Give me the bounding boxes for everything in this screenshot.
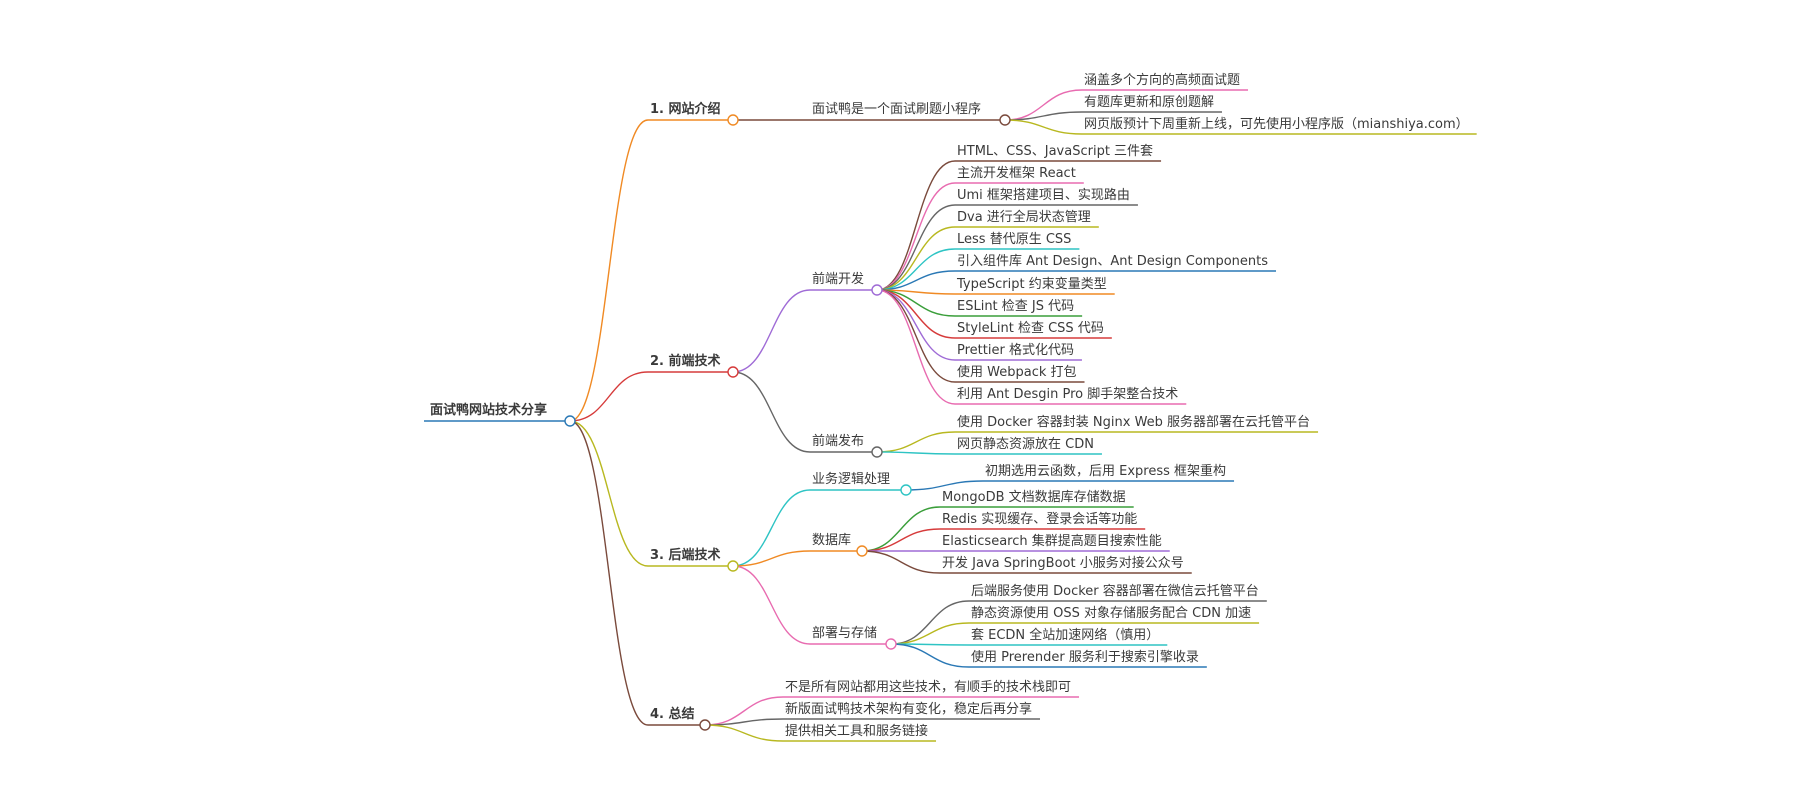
section-collapse-toggle[interactable] xyxy=(699,719,711,731)
leaf-item[interactable]: 网页静态资源放在 CDN xyxy=(957,437,1094,452)
summary-item[interactable]: 新版面试鸭技术架构有变化，稳定后再分享 xyxy=(785,701,1032,717)
branch-subtopic xyxy=(732,565,811,645)
leaf-item[interactable]: 静态资源使用 OSS 对象存储服务配合 CDN 加速 xyxy=(971,605,1251,621)
branch-leaf xyxy=(905,480,984,491)
branch-section-1 xyxy=(569,119,649,422)
leaf-item[interactable]: ESLint 检查 JS 代码 xyxy=(957,299,1074,314)
branch-leaf xyxy=(861,506,941,552)
subtopic[interactable]: 前端发布 xyxy=(812,433,864,449)
leaf-item[interactable]: Umi 框架搭建项目、实现路由 xyxy=(957,187,1130,203)
branch-leaf xyxy=(876,160,956,291)
leaf-item[interactable]: TypeScript 约束变量类型 xyxy=(956,276,1107,292)
leaf-item[interactable]: 使用 Prerender 服务利于搜索引擎收录 xyxy=(971,649,1199,665)
subtopic-collapse-toggle[interactable] xyxy=(856,545,868,557)
branch-leaf xyxy=(890,622,970,645)
summary-item[interactable]: 不是所有网站都用这些技术，有顺手的技术栈即可 xyxy=(785,679,1071,695)
leaf-item[interactable]: StyleLint 检查 CSS 代码 xyxy=(957,321,1104,336)
leaf-item[interactable]: 后端服务使用 Docker 容器部署在微信云托管平台 xyxy=(971,583,1259,599)
branch-leaf xyxy=(876,182,956,291)
branch-summary-leaf xyxy=(704,696,784,726)
section-topic-4[interactable]: 4. 总结 xyxy=(650,706,695,722)
leaf-item[interactable]: 开发 Java SpringBoot 小服务对接公众号 xyxy=(942,555,1184,571)
section-collapse-toggle[interactable] xyxy=(727,560,739,572)
section-collapse-toggle[interactable] xyxy=(727,114,739,126)
root-topic[interactable]: 面试鸭网站技术分享 xyxy=(430,402,547,418)
branch-section-4 xyxy=(569,420,649,726)
leaf-item[interactable]: Prettier 格式化代码 xyxy=(957,342,1074,358)
subtopic-collapse-toggle[interactable] xyxy=(885,638,897,650)
branch-leaf xyxy=(876,431,956,453)
connectors xyxy=(424,89,1477,742)
branch-leaf xyxy=(876,289,956,361)
nodes: 面试鸭网站技术分享 1. 网站介绍 面试鸭是一个面试刷题小程序 涵盖多个方向的高频面试… xyxy=(430,72,1469,739)
branch-leaf xyxy=(876,289,956,405)
branch-summary-leaf xyxy=(704,724,784,742)
subtopic[interactable]: 数据库 xyxy=(812,532,851,548)
leaf-item[interactable]: 利用 Ant Desgin Pro 脚手架整合技术 xyxy=(957,386,1178,402)
leaf-item[interactable]: 使用 Webpack 打包 xyxy=(957,364,1077,380)
branch-subtopic xyxy=(732,550,811,567)
branch-leaf xyxy=(876,226,956,291)
branch-subtopic xyxy=(732,289,811,373)
subtopic-collapse-toggle[interactable] xyxy=(900,484,912,496)
branch-leaf xyxy=(1004,119,1083,135)
subtopic-collapse-toggle[interactable] xyxy=(871,284,883,296)
leaf-item[interactable]: 引入组件库 Ant Design、Ant Design Components xyxy=(957,253,1268,269)
leaf-item[interactable]: 使用 Docker 容器封装 Nginx Web 服务器部署在云托管平台 xyxy=(957,414,1310,430)
branch-section-2 xyxy=(569,371,649,422)
leaf-item[interactable]: Less 替代原生 CSS xyxy=(957,232,1071,247)
leaf-item[interactable]: 初期选用云函数，后用 Express 框架重构 xyxy=(985,463,1226,479)
leaf-item[interactable]: MongoDB 文档数据库存储数据 xyxy=(942,489,1126,505)
section-topic-3[interactable]: 3. 后端技术 xyxy=(650,547,721,563)
branch-leaf xyxy=(890,600,970,645)
subtopic[interactable]: 前端开发 xyxy=(812,271,864,287)
section-collapse-toggle[interactable] xyxy=(727,366,739,378)
branch-leaf xyxy=(876,204,956,291)
leaf-item[interactable]: Dva 进行全局状态管理 xyxy=(957,209,1091,225)
branch-leaf xyxy=(890,643,970,668)
branch-leaf xyxy=(861,528,941,552)
subtopic-collapse-toggle[interactable] xyxy=(999,114,1011,126)
branch-section-3 xyxy=(569,420,649,567)
branch-summary-leaf xyxy=(704,718,784,726)
leaf-item[interactable]: 有题库更新和原创题解 xyxy=(1084,94,1214,110)
subtopic[interactable]: 业务逻辑处理 xyxy=(812,471,890,487)
subtopic[interactable]: 面试鸭是一个面试刷题小程序 xyxy=(812,102,981,117)
leaf-item[interactable]: HTML、CSS、JavaScript 三件套 xyxy=(957,143,1153,159)
branch-leaf xyxy=(876,451,956,455)
branch-leaf xyxy=(876,248,956,291)
leaf-item[interactable]: Elasticsearch 集群提高题目搜索性能 xyxy=(942,533,1162,549)
subtopic-collapse-toggle[interactable] xyxy=(871,446,883,458)
leaf-item[interactable]: 套 ECDN 全站加速网络（慎用） xyxy=(971,627,1159,643)
summary-item[interactable]: 提供相关工具和服务链接 xyxy=(785,723,928,739)
leaf-item[interactable]: 网页版预计下周重新上线，可先使用小程序版（mianshiya.com） xyxy=(1084,116,1469,132)
branch-subtopic xyxy=(732,489,811,567)
root-collapse-toggle[interactable] xyxy=(564,415,576,427)
subtopic[interactable]: 部署与存储 xyxy=(812,626,877,641)
branch-subtopic xyxy=(732,371,811,453)
branch-leaf xyxy=(876,289,956,339)
section-topic-1[interactable]: 1. 网站介绍 xyxy=(650,101,721,117)
leaf-item[interactable]: Redis 实现缓存、登录会话等功能 xyxy=(942,511,1137,527)
leaf-item[interactable]: 主流开发框架 React xyxy=(957,165,1076,181)
leaf-item[interactable]: 涵盖多个方向的高频面试题 xyxy=(1084,72,1240,88)
section-topic-2[interactable]: 2. 前端技术 xyxy=(650,353,721,369)
branch-leaf xyxy=(861,550,941,574)
